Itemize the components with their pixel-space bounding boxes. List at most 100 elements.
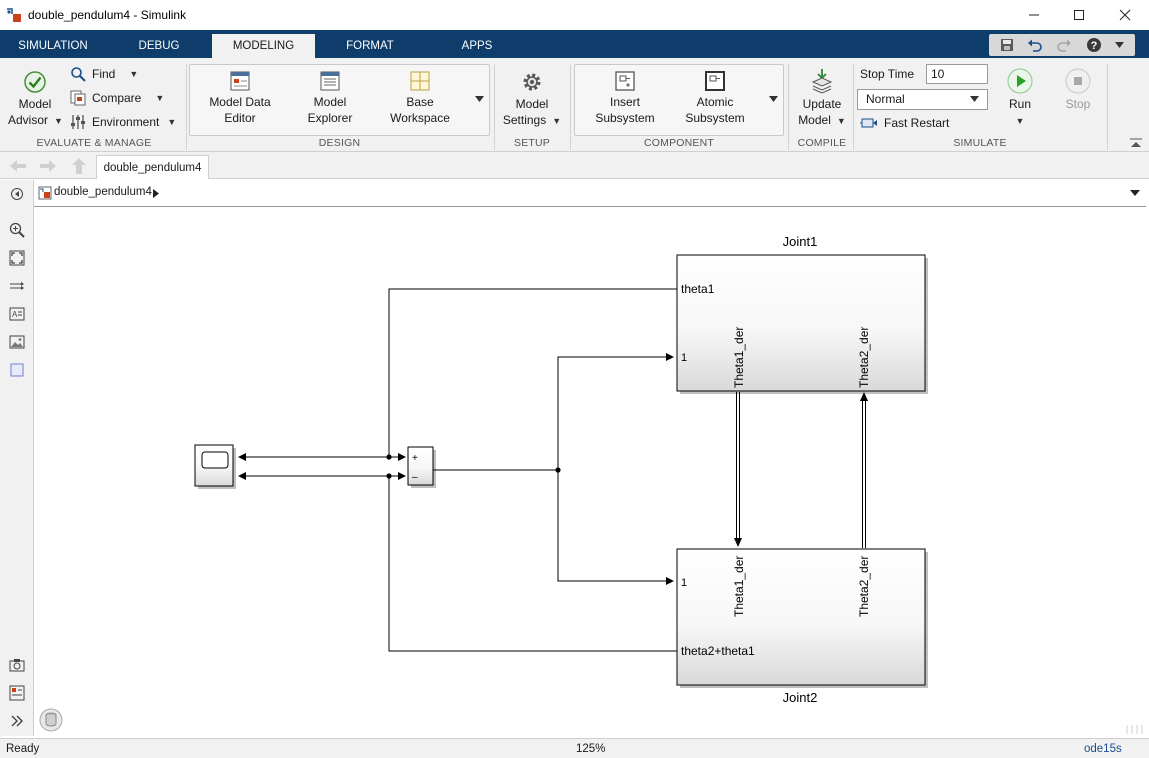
model-explorer-button[interactable]: Model Explorer: [295, 70, 365, 126]
close-button[interactable]: [1102, 0, 1148, 30]
sum-block[interactable]: + –: [407, 446, 436, 488]
chevron-down-icon[interactable]: ▼: [54, 116, 63, 126]
chevron-down-icon[interactable]: ▼: [552, 116, 562, 126]
atomic-subsystem-label-2: Subsystem: [685, 111, 745, 125]
simulation-mode-select[interactable]: Normal: [857, 89, 988, 110]
zoom-icon[interactable]: [9, 222, 25, 238]
chevron-down-icon[interactable]: [1115, 41, 1125, 49]
title-bar: double_pendulum4 - Simulink: [0, 0, 1149, 30]
run-label: Run: [1008, 97, 1031, 111]
stop-time-input[interactable]: 10: [926, 64, 988, 84]
signal-theta1[interactable]: [388, 288, 677, 457]
tab-simulation[interactable]: SIMULATION: [18, 40, 88, 52]
solver-link[interactable]: ode15s: [1084, 743, 1122, 755]
tab-debug[interactable]: DEBUG: [138, 40, 180, 52]
fast-restart-toggle[interactable]: Fast Restart: [860, 113, 949, 133]
signal-theta2-theta1[interactable]: [388, 476, 677, 652]
update-model-label-2: Model: [798, 113, 831, 127]
group-label-simulate: SIMULATE: [953, 137, 1007, 149]
redo-icon[interactable]: [1056, 38, 1072, 52]
joint2-name: Joint2: [783, 690, 818, 705]
fast-restart-icon: [860, 118, 877, 128]
joint2-subsystem[interactable]: 1 theta2+theta1 Theta1_der Theta2_der Jo…: [676, 548, 928, 705]
forward-arrow-icon[interactable]: [38, 158, 58, 174]
chevron-down-icon[interactable]: ▼: [129, 69, 139, 79]
undo-icon[interactable]: [1027, 38, 1043, 52]
joint2-port-theta1-der: Theta1_der: [732, 556, 746, 617]
run-icon: [1007, 68, 1033, 94]
update-model-button[interactable]: Update Model▼: [794, 68, 850, 129]
collapse-ribbon-icon[interactable]: [1130, 138, 1142, 148]
compare-label: Compare: [92, 91, 142, 105]
base-workspace-button[interactable]: Base Workspace: [383, 70, 457, 126]
gear-icon: [523, 73, 541, 91]
insert-subsystem-button[interactable]: Insert Subsystem: [586, 70, 664, 126]
hide-explorer-icon[interactable]: [9, 186, 25, 202]
joint1-port-theta1-der: Theta1_der: [732, 327, 746, 388]
joint1-port-theta2-der: Theta2_der: [857, 327, 871, 388]
model-browser-icon[interactable]: [9, 685, 25, 701]
model-data-editor-label-2: Editor: [224, 111, 256, 125]
branch-point: [555, 467, 561, 473]
signal-to-joint2-in[interactable]: [557, 470, 674, 585]
chevron-down-icon[interactable]: ▼: [836, 116, 846, 126]
fit-to-view-icon[interactable]: [9, 250, 25, 266]
help-icon[interactable]: ?: [1086, 37, 1102, 53]
model-data-badge[interactable]: [39, 708, 63, 732]
camera-icon[interactable]: [9, 657, 25, 673]
scope-block[interactable]: [194, 444, 236, 489]
compare-icon: [70, 90, 86, 106]
signal-lines-icon[interactable]: [9, 278, 25, 294]
joint1-subsystem[interactable]: Joint1 theta1 1 Theta1_der Theta2_der: [676, 234, 928, 394]
chevron-down-icon[interactable]: ▼: [155, 93, 165, 103]
signal-to-joint1-in[interactable]: [557, 353, 674, 470]
model-explorer-label-2: Explorer: [307, 111, 353, 125]
breadcrumb[interactable]: double_pendulum4: [54, 186, 152, 198]
model-explorer-label-1: Model: [313, 95, 347, 109]
minimize-button[interactable]: [1011, 0, 1057, 30]
resize-grip-icon[interactable]: [1126, 725, 1143, 734]
image-icon[interactable]: [9, 334, 25, 350]
find-button[interactable]: Find ▼: [70, 64, 138, 84]
save-icon[interactable]: [1000, 38, 1014, 52]
atomic-subsystem-button[interactable]: Atomic Subsystem: [676, 70, 754, 126]
close-icon: [1119, 9, 1131, 21]
stop-button[interactable]: Stop: [1058, 68, 1098, 112]
up-arrow-icon[interactable]: [70, 157, 88, 175]
chevron-double-right-icon[interactable]: [9, 713, 25, 729]
model-data-editor-button[interactable]: Model Data Editor: [200, 70, 280, 126]
model-settings-button[interactable]: Model Settings▼: [500, 70, 564, 129]
run-button[interactable]: Run ▼: [1000, 68, 1040, 129]
status-text: Ready: [6, 743, 40, 755]
minimize-icon: [1029, 14, 1039, 16]
joint2-port-1: 1: [681, 577, 687, 589]
area-icon[interactable]: [9, 362, 25, 378]
update-model-icon: [811, 69, 833, 94]
tab-format[interactable]: FORMAT: [346, 40, 394, 52]
annotation-icon[interactable]: A: [9, 306, 25, 322]
atomic-subsystem-label-1: Atomic: [696, 95, 734, 109]
back-arrow-icon[interactable]: [8, 158, 28, 174]
model-settings-label-2: Settings: [502, 113, 547, 127]
gallery-expand-icon[interactable]: [475, 96, 484, 103]
model-tab[interactable]: double_pendulum4: [96, 155, 209, 179]
chevron-down-icon[interactable]: ▼: [167, 117, 177, 127]
branch-point: [386, 454, 392, 460]
sum-minus-sign: –: [412, 472, 418, 483]
chevron-down-icon[interactable]: ▼: [1015, 116, 1025, 126]
group-separator: [788, 64, 789, 150]
maximize-button[interactable]: [1056, 0, 1102, 30]
breadcrumb-arrow-icon[interactable]: [153, 189, 159, 198]
model-data-editor-label-1: Model Data: [209, 95, 271, 109]
subsystem-icon: [615, 71, 635, 91]
tab-modeling[interactable]: MODELING: [212, 34, 315, 58]
chevron-down-icon[interactable]: [1130, 190, 1140, 197]
model-advisor-button[interactable]: Model Advisor▼: [8, 70, 63, 129]
find-label: Find: [92, 67, 116, 81]
tab-apps[interactable]: APPS: [461, 40, 493, 52]
compare-button[interactable]: Compare ▼: [70, 88, 164, 108]
gallery-expand-icon[interactable]: [769, 96, 778, 103]
block-diagram-canvas[interactable]: + – Joint1 theta1 1 Theta1_der Theta2_de…: [35, 208, 1146, 736]
environment-button[interactable]: Environment▼: [70, 112, 176, 132]
group-separator: [1107, 64, 1108, 150]
